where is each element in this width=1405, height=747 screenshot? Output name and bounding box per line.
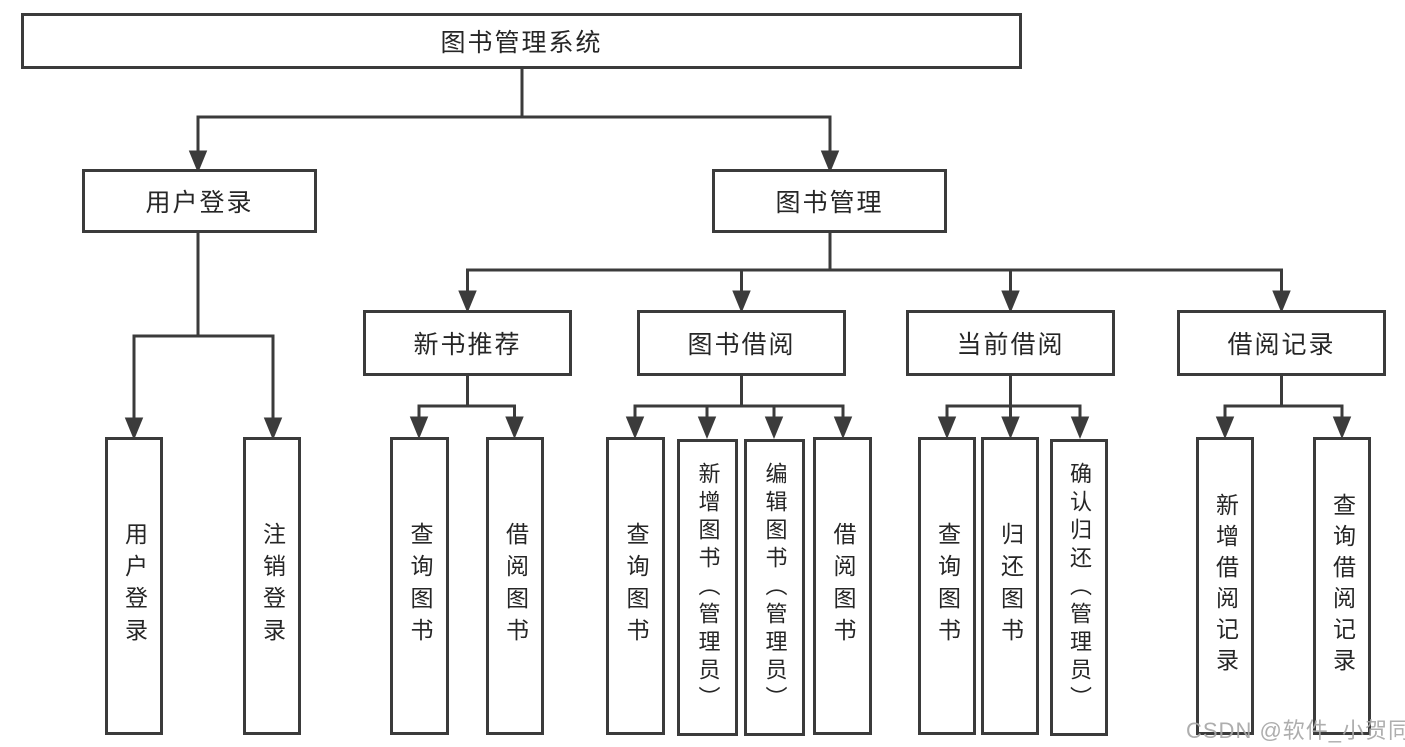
node-book-management-label: 图书管理 <box>775 189 884 217</box>
leaf-query-books-2-label: 查询图书 <box>623 522 649 650</box>
leaf-borrow-books-1-label: 借阅图书 <box>502 522 529 650</box>
leaf-logout: 注销登录 <box>243 437 301 735</box>
node-library-system-label: 图书管理系统 <box>440 29 603 57</box>
leaf-query-books-2: 查询图书 <box>606 437 665 735</box>
leaf-confirm-return-admin: 确认归还（管理员） <box>1050 439 1108 736</box>
leaf-query-books-1-label: 查询图书 <box>407 522 433 650</box>
leaf-add-borrow-record-label: 新增借阅记录 <box>1212 493 1239 679</box>
leaf-logout-label: 注销登录 <box>259 522 286 650</box>
watermark: CSDN @软件_小贺同学 <box>1186 718 1405 743</box>
leaf-add-books-admin: 新增图书（管理员） <box>677 439 738 736</box>
leaf-confirm-return-admin-label: 确认归还（管理员） <box>1067 461 1092 714</box>
node-borrowing-records: 借阅记录 <box>1177 310 1386 376</box>
leaf-return-books: 归还图书 <box>981 437 1039 735</box>
leaf-query-books-3: 查询图书 <box>918 437 976 735</box>
node-book-management: 图书管理 <box>712 169 947 233</box>
leaf-borrow-books-1: 借阅图书 <box>486 437 544 735</box>
leaf-query-borrow-record: 查询借阅记录 <box>1313 437 1371 735</box>
node-user-login-branch-label: 用户登录 <box>145 189 254 217</box>
leaf-query-books-3-label: 查询图书 <box>934 522 961 650</box>
leaf-add-borrow-record: 新增借阅记录 <box>1196 437 1254 735</box>
node-new-book-recommend: 新书推荐 <box>363 310 572 376</box>
node-current-borrowing: 当前借阅 <box>906 310 1115 376</box>
leaf-borrow-books-2: 借阅图书 <box>813 437 872 735</box>
leaf-user-login: 用户登录 <box>105 437 163 735</box>
leaf-borrow-books-2-label: 借阅图书 <box>830 522 856 650</box>
node-borrowing-records-label: 借阅记录 <box>1227 331 1336 359</box>
leaf-edit-books-admin-label: 编辑图书（管理员） <box>762 461 788 714</box>
node-book-borrowing-label: 图书借阅 <box>687 331 796 359</box>
leaf-query-books-1: 查询图书 <box>390 437 449 735</box>
leaf-query-borrow-record-label: 查询借阅记录 <box>1329 493 1356 679</box>
leaf-add-books-admin-label: 新增图书（管理员） <box>695 461 721 714</box>
leaf-edit-books-admin: 编辑图书（管理员） <box>744 439 805 736</box>
leaf-user-login-label: 用户登录 <box>121 522 148 650</box>
node-user-login-branch: 用户登录 <box>82 169 317 233</box>
node-new-book-recommend-label: 新书推荐 <box>413 331 522 359</box>
node-book-borrowing: 图书借阅 <box>637 310 846 376</box>
node-current-borrowing-label: 当前借阅 <box>956 331 1065 359</box>
node-library-system: 图书管理系统 <box>21 13 1022 69</box>
leaf-return-books-label: 归还图书 <box>997 522 1024 650</box>
